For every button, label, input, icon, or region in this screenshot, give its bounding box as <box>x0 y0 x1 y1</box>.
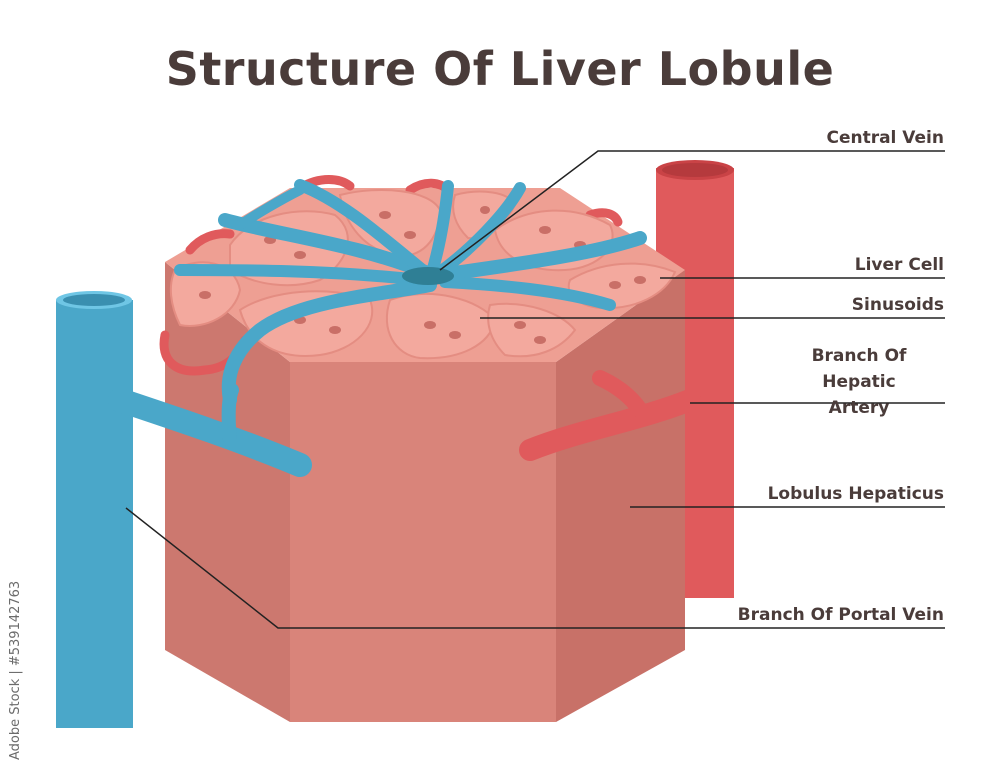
central-vein <box>402 267 454 285</box>
portal-vein-branch <box>108 383 312 477</box>
label-sinusoids: Sinusoids <box>851 295 944 315</box>
label-portal-vein: Branch Of Portal Vein <box>737 605 944 625</box>
portal-vein-tube <box>56 291 133 728</box>
leader-lines <box>125 150 945 629</box>
label-liver-cell: Liver Cell <box>854 255 944 275</box>
label-lobulus-hepaticus: Lobulus Hepaticus <box>767 484 944 504</box>
label-hepatic-artery: Branch Of Hepatic Artery <box>811 346 907 418</box>
hepatic-artery-branch <box>519 370 701 461</box>
page-title: Structure Of Liver Lobule <box>165 42 835 96</box>
label-central-vein: Central Vein <box>826 128 944 148</box>
stock-watermark-id: Adobe Stock | #539142763 <box>8 580 23 760</box>
sinusoids <box>174 179 647 407</box>
